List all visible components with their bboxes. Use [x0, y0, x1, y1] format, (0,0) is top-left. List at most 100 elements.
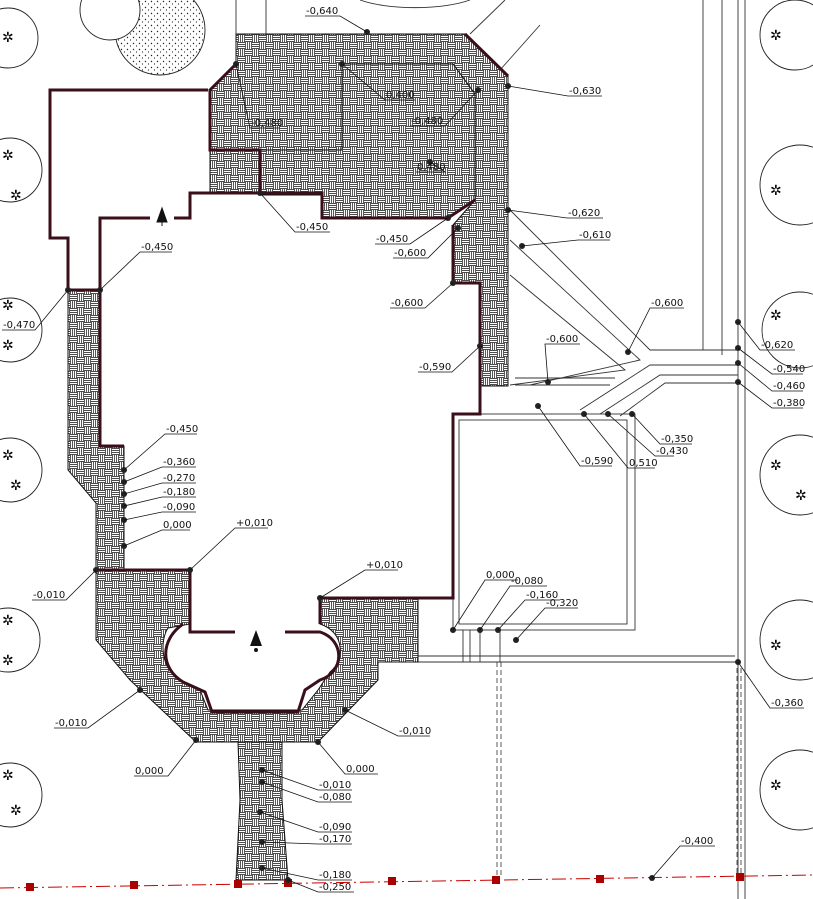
elevation-leader	[497, 599, 560, 631]
entrance-arrows	[156, 206, 262, 652]
elevation-leader	[123, 511, 196, 521]
elevation-label: 0,000	[346, 764, 375, 775]
svg-text:✲: ✲	[2, 298, 14, 314]
svg-text:✲: ✲	[2, 148, 14, 164]
elevation-label: -0,350	[661, 434, 693, 445]
elevation-marker: -0,360	[735, 659, 804, 709]
elevation-marker: 0,000	[450, 570, 518, 633]
elevation-label: -0,170	[319, 834, 351, 845]
elevation-leader	[32, 569, 97, 601]
elevation-leader	[507, 209, 603, 219]
elevation-marker: -0,600	[393, 225, 461, 259]
shrub-top-2	[79, 0, 141, 41]
elevation-leader	[261, 841, 352, 845]
elevation-label: +0,010	[236, 518, 273, 529]
elevation-label: -0,480	[411, 116, 443, 127]
elevation-marker: -0,400	[649, 836, 715, 881]
elevation-leader	[631, 413, 692, 445]
elevation-label: -0,010	[33, 590, 65, 601]
elevation-leader	[305, 15, 368, 33]
elevation-marker: -0,080	[259, 779, 352, 803]
elevation-leader	[583, 413, 655, 469]
elevation-leader	[737, 362, 803, 392]
elevation-leader	[416, 161, 447, 173]
elevation-label: 0,000	[486, 570, 515, 581]
svg-text:✲: ✲	[770, 183, 782, 199]
elevation-marker: -0,600	[390, 280, 456, 309]
elevation-leader	[259, 192, 330, 233]
elevation-label: -0,080	[319, 792, 351, 803]
elevation-label: -0,620	[568, 208, 600, 219]
elevation-label: -0,090	[319, 822, 351, 833]
elevation-marker: -0,450	[121, 424, 198, 473]
elevation-label: -0,450	[296, 222, 328, 233]
elevation-marker: -0,380	[735, 379, 805, 409]
elevation-marker: -0,600	[544, 334, 580, 385]
elevation-leader	[544, 343, 580, 383]
elevation-leader	[393, 227, 459, 259]
elevation-leader	[235, 63, 280, 129]
elevation-marker: -0,180	[259, 865, 352, 881]
svg-text:✲: ✲	[2, 30, 14, 46]
paved-areas	[67, 33, 509, 881]
elevation-marker: -0,630	[505, 83, 602, 97]
elevation-leader	[261, 867, 352, 881]
elevation-marker: -0,620	[735, 319, 795, 351]
tree-right-column: ✲ ✲ ✲ ✲✲ ✲ ✲	[759, 0, 813, 831]
entrance-arrow-south	[250, 630, 262, 646]
paving-west-strip	[67, 289, 125, 571]
elevation-label: -0,250	[319, 882, 351, 893]
elevation-leader	[261, 769, 352, 791]
elevation-label: 0,400	[386, 90, 415, 101]
elevation-marker: -0,170	[259, 834, 352, 845]
svg-text:✲: ✲	[2, 768, 14, 784]
elevation-marker: -0,270	[121, 473, 196, 497]
property-boundary	[0, 873, 813, 891]
svg-text:✲: ✲	[770, 28, 782, 44]
elevation-leader	[737, 321, 795, 351]
elevation-leader	[123, 466, 196, 483]
elevation-leader	[607, 413, 674, 457]
elevation-marker: -0,090	[257, 809, 352, 833]
elevation-label: -0,600	[546, 334, 578, 345]
elevation-marker: -0,450	[97, 242, 173, 293]
elevation-label: -0,090	[163, 502, 195, 513]
elevation-marker: -0,250	[285, 877, 354, 893]
elevation-leader	[507, 85, 602, 97]
elevation-label: -0,600	[651, 298, 683, 309]
elevation-leader	[123, 482, 196, 495]
elevation-leader	[261, 781, 352, 803]
elevation-label: -0,010	[399, 726, 431, 737]
elevation-leader	[651, 845, 715, 879]
elevation-label: -0,270	[163, 473, 195, 484]
elevation-marker: -0,610	[519, 230, 611, 249]
elevation-marker: 0,000	[315, 739, 378, 775]
elevation-label: -0,010	[55, 718, 87, 729]
elevation-label: -0,470	[3, 320, 35, 331]
svg-text:✲: ✲	[2, 613, 14, 629]
elevation-leader	[627, 307, 684, 353]
elevation-label: -0,430	[656, 446, 688, 457]
elevation-marker: -0,480	[233, 61, 283, 129]
elevation-leader	[189, 527, 268, 571]
elevation-leader	[521, 239, 610, 247]
elevation-leader	[99, 251, 172, 291]
elevation-marker: -0,430	[605, 411, 688, 457]
elevation-label: -0,460	[773, 381, 805, 392]
elevation-marker: 0,400	[339, 61, 415, 101]
landscape-trees: ✲ ✲✲ ✲✲ ✲✲ ✲✲ ✲✲ ✲ ✲ ✲ ✲✲ ✲ ✲	[0, 0, 813, 831]
elevation-label: -0,450	[376, 234, 408, 245]
elevation-label: -0,450	[141, 242, 173, 253]
elevation-label: 0,000	[135, 766, 164, 777]
elevation-marker: -0,010	[54, 687, 143, 729]
svg-text:✲: ✲	[10, 188, 22, 204]
paving-south	[95, 569, 419, 743]
elevation-marker: -0,590	[535, 403, 613, 467]
elevation-label: -0,080	[511, 576, 543, 587]
elevation-marker: +0,010	[187, 518, 273, 573]
svg-text:✲: ✲	[2, 448, 14, 464]
elevation-label: -0,640	[306, 6, 338, 17]
elevation-marker: -0,640	[305, 6, 370, 35]
elevation-leader	[287, 879, 354, 893]
